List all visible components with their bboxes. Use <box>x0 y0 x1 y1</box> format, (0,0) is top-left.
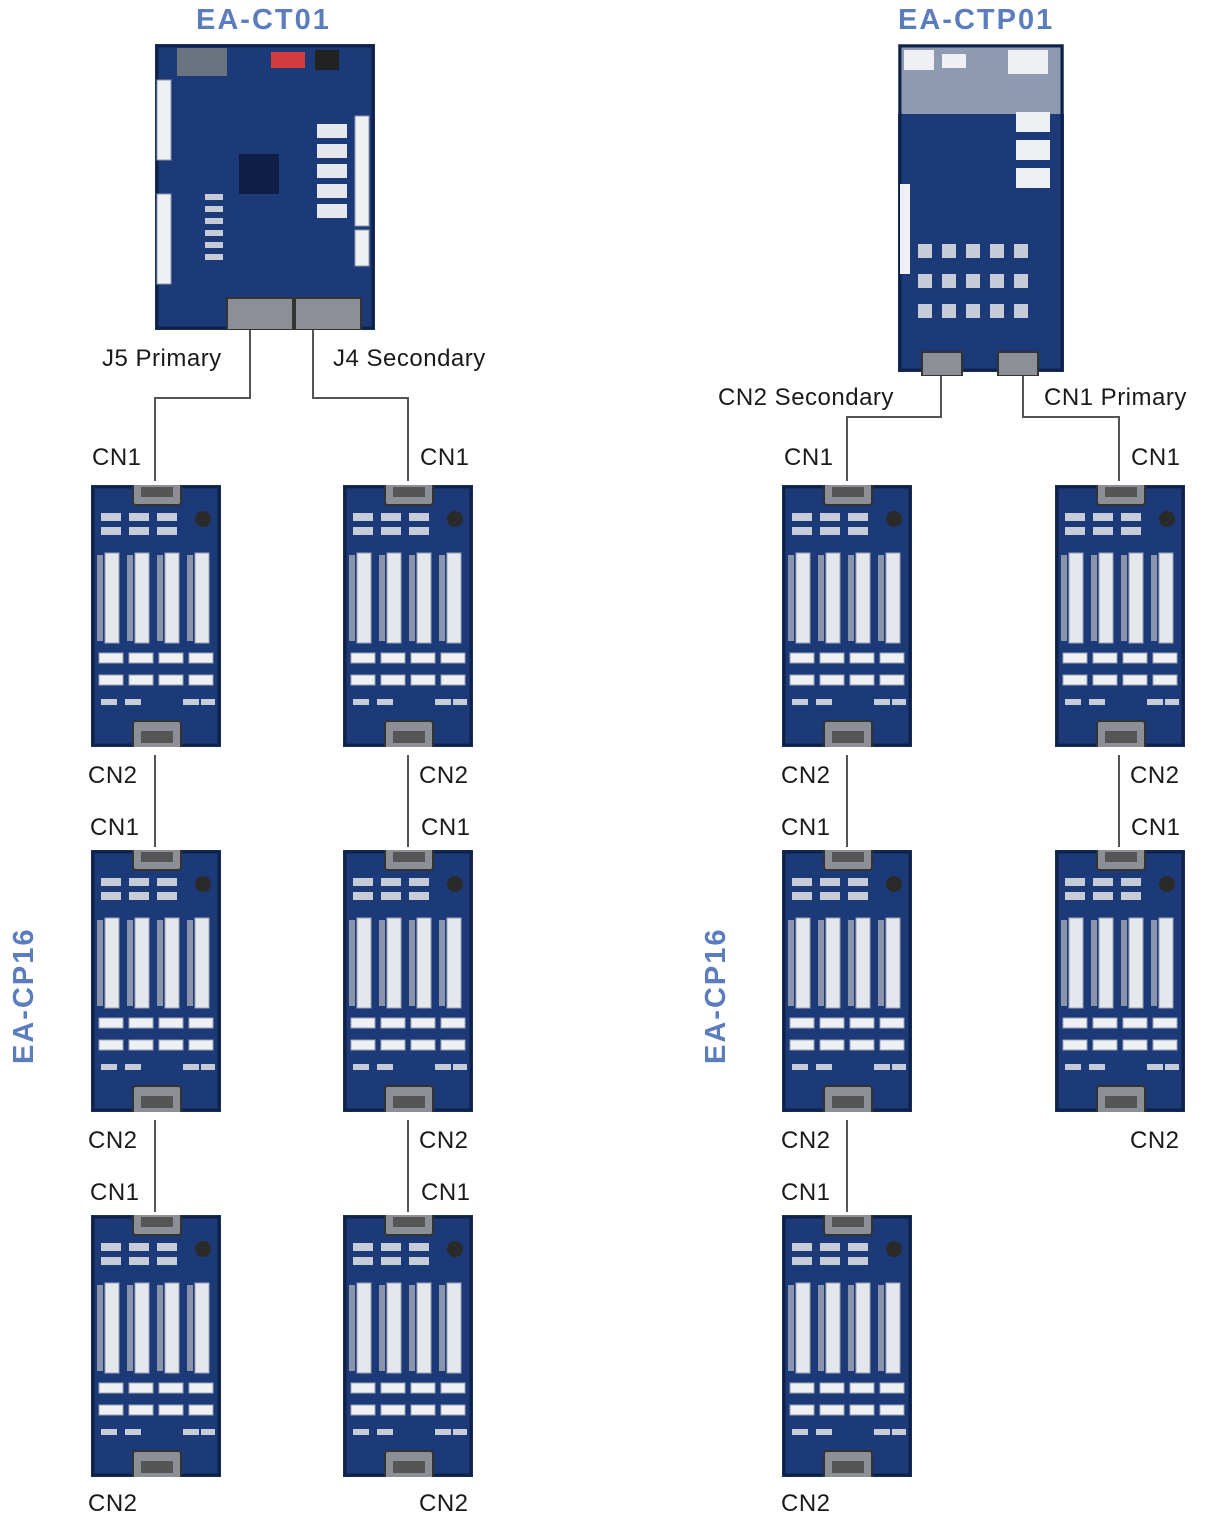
cn2-label: CN2 <box>1130 762 1180 789</box>
cp16-board <box>782 850 912 1112</box>
chain-wire <box>407 1120 409 1212</box>
wire-j4-to-cn1 <box>407 397 409 481</box>
cp16-board <box>782 485 912 747</box>
j5-primary-label: J5 Primary <box>102 345 222 372</box>
cn2-label: CN2 <box>419 762 469 789</box>
wire-cn2-secondary-horizontal <box>846 416 942 418</box>
cp16-board <box>343 485 473 747</box>
cn1-label: CN1 <box>92 444 142 471</box>
chain-wire <box>154 1120 156 1212</box>
cn1-label: CN1 <box>90 1179 140 1206</box>
cp16-board <box>782 1215 912 1477</box>
j4-secondary-label: J4 Secondary <box>333 345 486 372</box>
cn1-primary-label: CN1 Primary <box>1044 384 1187 411</box>
chain-wire <box>846 755 848 847</box>
cn2-label: CN2 <box>88 762 138 789</box>
right-expansion-label: EA-CP16 <box>700 927 732 1065</box>
right-controller-title: EA-CTP01 <box>898 4 1055 36</box>
cn1-label: CN1 <box>1131 814 1181 841</box>
cn2-label: CN2 <box>419 1127 469 1154</box>
cn1-label: CN1 <box>781 1179 831 1206</box>
cn1-label: CN1 <box>784 444 834 471</box>
cn1-label: CN1 <box>420 444 470 471</box>
cn1-label: CN1 <box>1131 444 1181 471</box>
cn2-label: CN2 <box>419 1490 469 1517</box>
cp16-board <box>91 850 221 1112</box>
chain-wire <box>407 755 409 847</box>
cn2-label: CN2 <box>1130 1127 1180 1154</box>
cp16-board <box>343 850 473 1112</box>
left-expansion-label: EA-CP16 <box>8 927 40 1065</box>
cn2-secondary-label: CN2 Secondary <box>718 384 894 411</box>
cp16-board <box>1055 850 1185 1112</box>
cn2-label: CN2 <box>781 1490 831 1517</box>
wire-j4-down <box>312 330 314 398</box>
cn1-label: CN1 <box>421 814 471 841</box>
cp16-board <box>343 1215 473 1477</box>
cp16-board <box>91 485 221 747</box>
wire-cn1-primary-horizontal <box>1022 416 1120 418</box>
wire-j5-to-cn1 <box>154 397 156 481</box>
wire-j5-down <box>249 330 251 398</box>
cn2-label: CN2 <box>88 1490 138 1517</box>
wire-cn2-secondary-down <box>940 376 942 418</box>
cn2-label: CN2 <box>88 1127 138 1154</box>
wire-j5-horizontal <box>154 397 251 399</box>
chain-wire <box>154 755 156 847</box>
wire-cn2-secondary-to-cn1 <box>846 416 848 481</box>
left-controller-title: EA-CT01 <box>196 4 331 36</box>
wire-cn1-primary-to-cn1 <box>1118 416 1120 481</box>
cn1-label: CN1 <box>781 814 831 841</box>
cn1-label: CN1 <box>421 1179 471 1206</box>
wire-cn1-primary-down <box>1022 376 1024 418</box>
cp16-board <box>1055 485 1185 747</box>
cn1-label: CN1 <box>90 814 140 841</box>
chain-wire <box>1118 755 1120 847</box>
cp16-board <box>91 1215 221 1477</box>
ea-ct01-board <box>155 44 375 330</box>
chain-wire <box>846 1120 848 1212</box>
ea-ctp01-board <box>898 44 1064 376</box>
cn2-label: CN2 <box>781 1127 831 1154</box>
wire-j4-horizontal <box>312 397 409 399</box>
cn2-label: CN2 <box>781 762 831 789</box>
